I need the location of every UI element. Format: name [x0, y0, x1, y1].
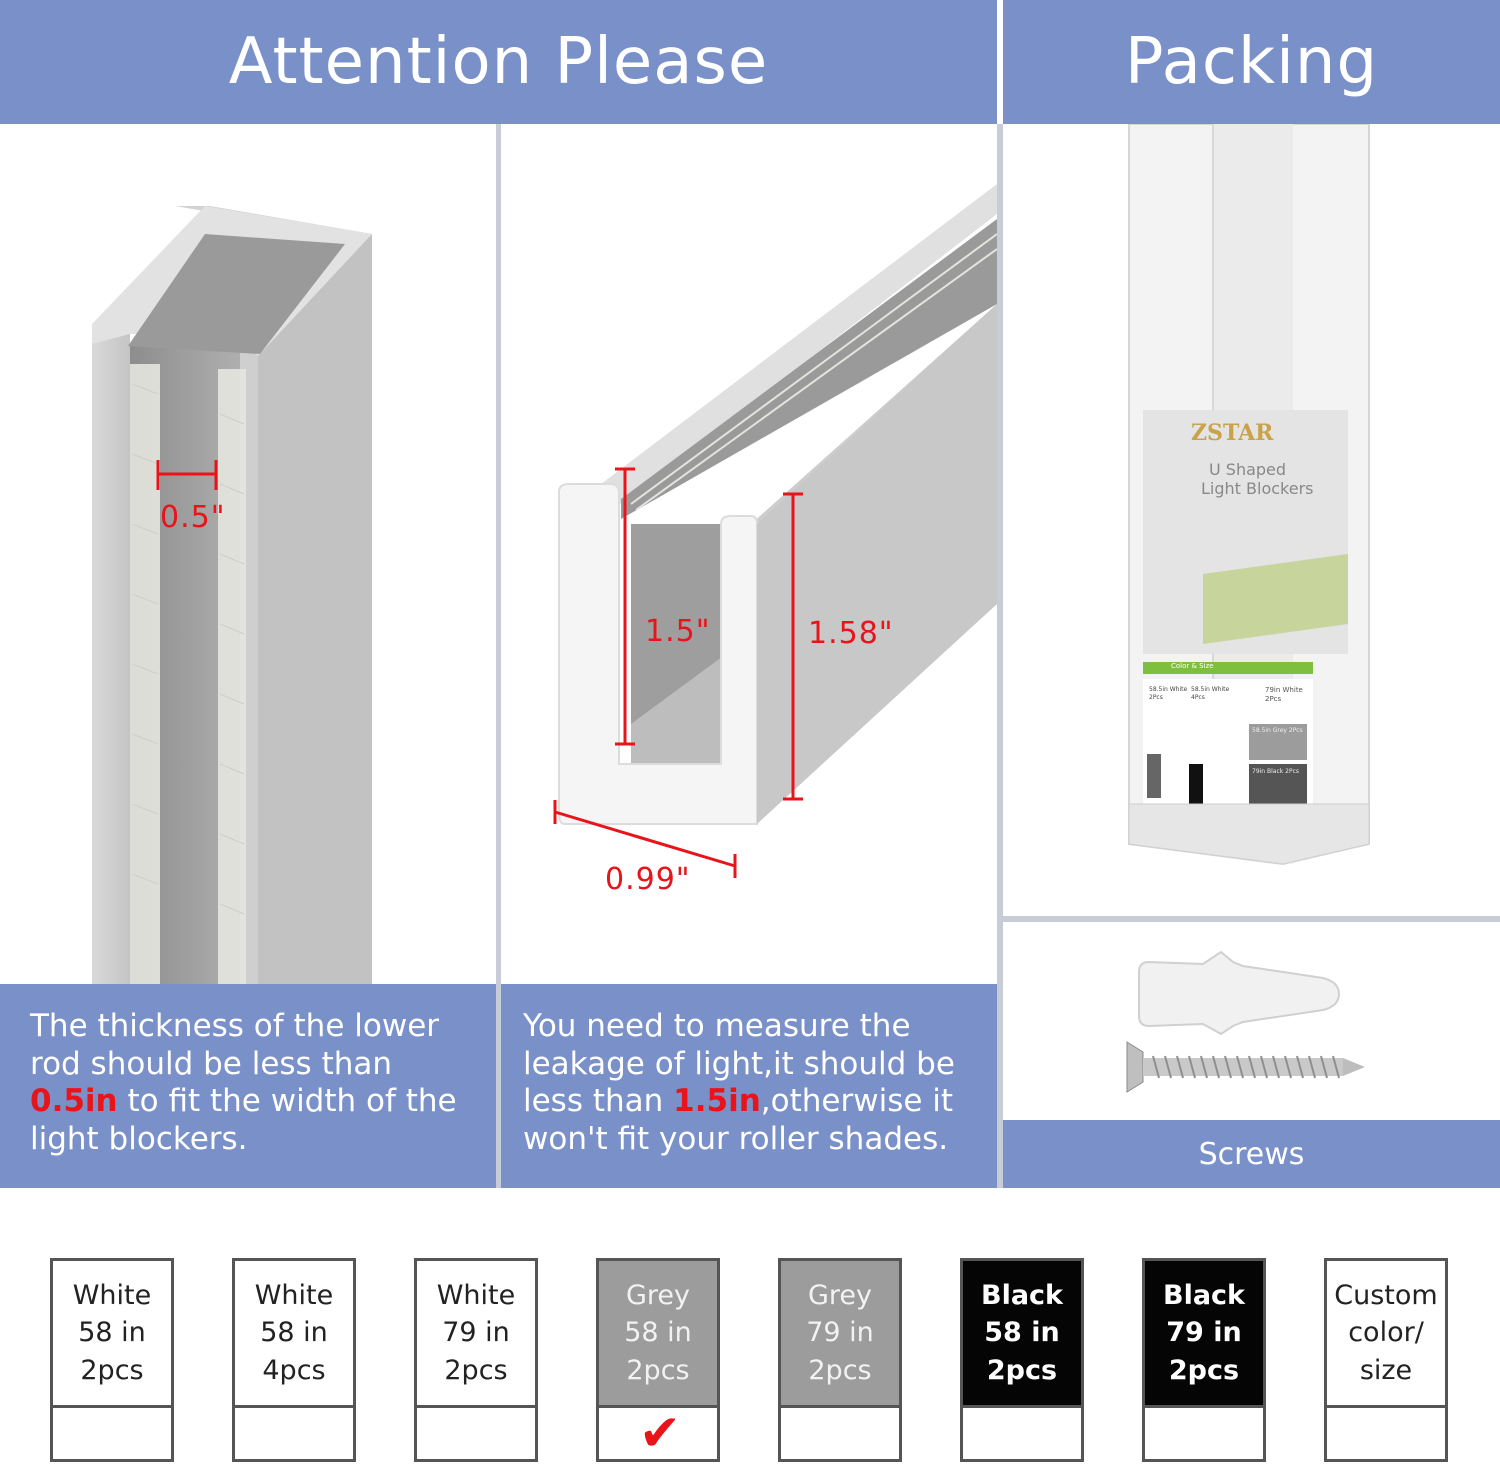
option-line2: 58 in — [624, 1317, 692, 1349]
panel-divider-2 — [997, 124, 1003, 1188]
option-line1: Black — [1162, 1279, 1245, 1311]
rod-thickness-highlight: 0.5in — [30, 1083, 118, 1119]
packing-divider — [1003, 916, 1500, 922]
option-white-79-2pcs[interactable]: White 79 in 2pcs — [414, 1258, 538, 1462]
package-label-item-3: 79in White 2Pcs — [1265, 686, 1303, 703]
option-white-58-2pcs[interactable]: White 58 in 2pcs — [50, 1258, 174, 1462]
option-label: Grey 58 in 2pcs — [599, 1261, 717, 1408]
option-checkbox[interactable] — [417, 1408, 535, 1459]
option-line1: White — [72, 1279, 152, 1311]
u-channel-vertical-image — [92, 206, 372, 984]
option-line1: Grey — [625, 1279, 691, 1311]
option-line1: Black — [980, 1279, 1063, 1311]
panel-divider-1 — [496, 124, 501, 1188]
option-label: Grey 79 in 2pcs — [781, 1261, 899, 1408]
checkmark-icon: ✔ — [639, 1404, 681, 1462]
option-line3: 2pcs — [1168, 1354, 1240, 1386]
option-line2: 79 in — [442, 1317, 510, 1349]
rod-thickness-text-before: The thickness of the lower rod should be… — [30, 1008, 440, 1082]
option-line3: 2pcs — [444, 1354, 508, 1386]
option-label: White 58 in 4pcs — [235, 1261, 353, 1408]
packing-title: Packing — [1124, 25, 1379, 99]
option-line2: 58 in — [984, 1317, 1060, 1349]
dimension-1-58-label: 1.58" — [808, 616, 894, 651]
option-line2: 58 in — [260, 1317, 328, 1349]
option-checkbox[interactable] — [235, 1408, 353, 1459]
packaging-illustration: ZSTAR U Shaped Light Blockers Color & Si… — [1003, 124, 1500, 916]
option-line3: size — [1359, 1354, 1413, 1386]
package-product-line2: Light Blockers — [1201, 479, 1314, 498]
option-label: Custom color/ size — [1327, 1261, 1445, 1408]
option-checkbox[interactable] — [1327, 1408, 1445, 1459]
option-custom-color-size[interactable]: Custom color/ size — [1324, 1258, 1448, 1462]
package-label-header: Color & Size — [1171, 662, 1214, 670]
option-line2: 79 in — [1166, 1317, 1242, 1349]
option-line3: 2pcs — [626, 1354, 690, 1386]
screw-and-anchor-image — [1126, 950, 1365, 1093]
option-line1: White — [254, 1279, 334, 1311]
option-black-58-2pcs[interactable]: Black 58 in 2pcs — [960, 1258, 1084, 1462]
dimension-0-5-label: 0.5" — [160, 500, 226, 535]
option-line2: 79 in — [806, 1317, 874, 1349]
option-black-79-2pcs[interactable]: Black 79 in 2pcs — [1142, 1258, 1266, 1462]
screws-label-text: Screws — [1198, 1136, 1305, 1172]
option-checkbox[interactable] — [963, 1408, 1081, 1459]
option-line1: White — [436, 1279, 516, 1311]
option-line2: 58 in — [78, 1317, 146, 1349]
screws-label: Screws — [1003, 1120, 1500, 1188]
option-label: Black 58 in 2pcs — [963, 1261, 1081, 1408]
option-checkbox[interactable] — [53, 1408, 171, 1459]
light-leakage-illustration: 1.5" 1.58" 0.99" — [501, 124, 997, 984]
u-channel-horizontal-image — [553, 184, 997, 878]
option-label: White 79 in 2pcs — [417, 1261, 535, 1408]
option-line1: Grey — [807, 1279, 873, 1311]
option-label: White 58 in 2pcs — [53, 1261, 171, 1408]
option-grey-58-2pcs[interactable]: Grey 58 in 2pcs ✔ — [596, 1258, 720, 1462]
package-label-item-1: 58.5in White 2Pcs — [1149, 686, 1188, 701]
size-color-options: White 58 in 2pcs White 58 in 4pcs White … — [0, 1188, 1500, 1464]
light-leakage-highlight: 1.5in — [673, 1083, 761, 1119]
option-label: Black 79 in 2pcs — [1145, 1261, 1263, 1408]
rod-thickness-text-after: to fit the width of the light blockers. — [30, 1083, 457, 1157]
light-leakage-description: You need to measure the leakage of light… — [501, 984, 997, 1188]
screws-illustration — [1003, 922, 1500, 1120]
option-line3: 2pcs — [80, 1354, 144, 1386]
option-grey-79-2pcs[interactable]: Grey 79 in 2pcs — [778, 1258, 902, 1462]
option-line3: 2pcs — [808, 1354, 872, 1386]
option-line3: 2pcs — [986, 1354, 1058, 1386]
option-line1: Custom — [1334, 1279, 1438, 1311]
dimension-0-99-label: 0.99" — [605, 862, 691, 897]
option-line3: 4pcs — [262, 1354, 326, 1386]
dimension-1-5-label: 1.5" — [645, 614, 711, 649]
package-label-item-5: 79in Black 2Pcs — [1252, 768, 1300, 775]
rod-thickness-illustration: 0.5" — [0, 124, 496, 984]
brand-logo: ZSTAR — [1191, 420, 1274, 446]
option-white-58-4pcs[interactable]: White 58 in 4pcs — [232, 1258, 356, 1462]
option-checkbox[interactable] — [781, 1408, 899, 1459]
light-leakage-text-after: ,otherwise it won't fit your roller shad… — [523, 1083, 954, 1157]
option-checkbox[interactable] — [1145, 1408, 1263, 1459]
package-label-item-4: 58.5in Grey 2Pcs — [1252, 727, 1303, 734]
option-checkbox[interactable]: ✔ — [599, 1408, 717, 1459]
packing-header: Packing — [1003, 0, 1500, 124]
rod-thickness-description: The thickness of the lower rod should be… — [0, 984, 496, 1188]
package-label-item-2: 58.5in White 4Pcs — [1191, 686, 1230, 701]
attention-header: Attention Please — [0, 0, 997, 124]
light-leakage-text-before: You need to measure the leakage of light… — [523, 1008, 955, 1119]
attention-title: Attention Please — [228, 25, 769, 99]
package-box-image — [1128, 124, 1370, 866]
package-product-line1: U Shaped — [1209, 460, 1287, 479]
option-line2: color/ — [1348, 1317, 1424, 1349]
